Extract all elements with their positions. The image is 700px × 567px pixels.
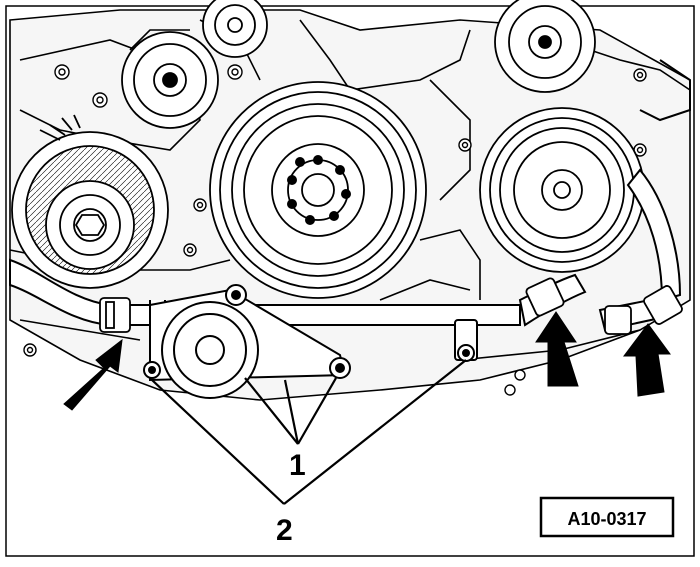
upper-right-pulley <box>494 0 596 93</box>
crankshaft-pulley <box>209 81 427 299</box>
callout-leaders <box>151 359 467 505</box>
alternator <box>11 114 169 289</box>
arrow-center-right <box>535 311 579 387</box>
callout-label-1: 1 <box>289 449 306 482</box>
reference-code-box: A10-0317 <box>539 496 675 538</box>
reference-code: A10-0317 <box>567 509 646 529</box>
arrow-far-right <box>623 323 671 397</box>
thermostat-housing <box>143 284 351 399</box>
hose-clamps <box>99 277 683 335</box>
callout-label-2: 2 <box>276 514 293 547</box>
arrow-left <box>63 338 123 411</box>
pipe-bracket <box>454 319 478 362</box>
upper-left-pulley <box>121 31 219 129</box>
ac-compressor-pulley <box>479 107 645 273</box>
indicator-arrows <box>63 311 671 411</box>
top-center-pulley <box>202 0 268 58</box>
